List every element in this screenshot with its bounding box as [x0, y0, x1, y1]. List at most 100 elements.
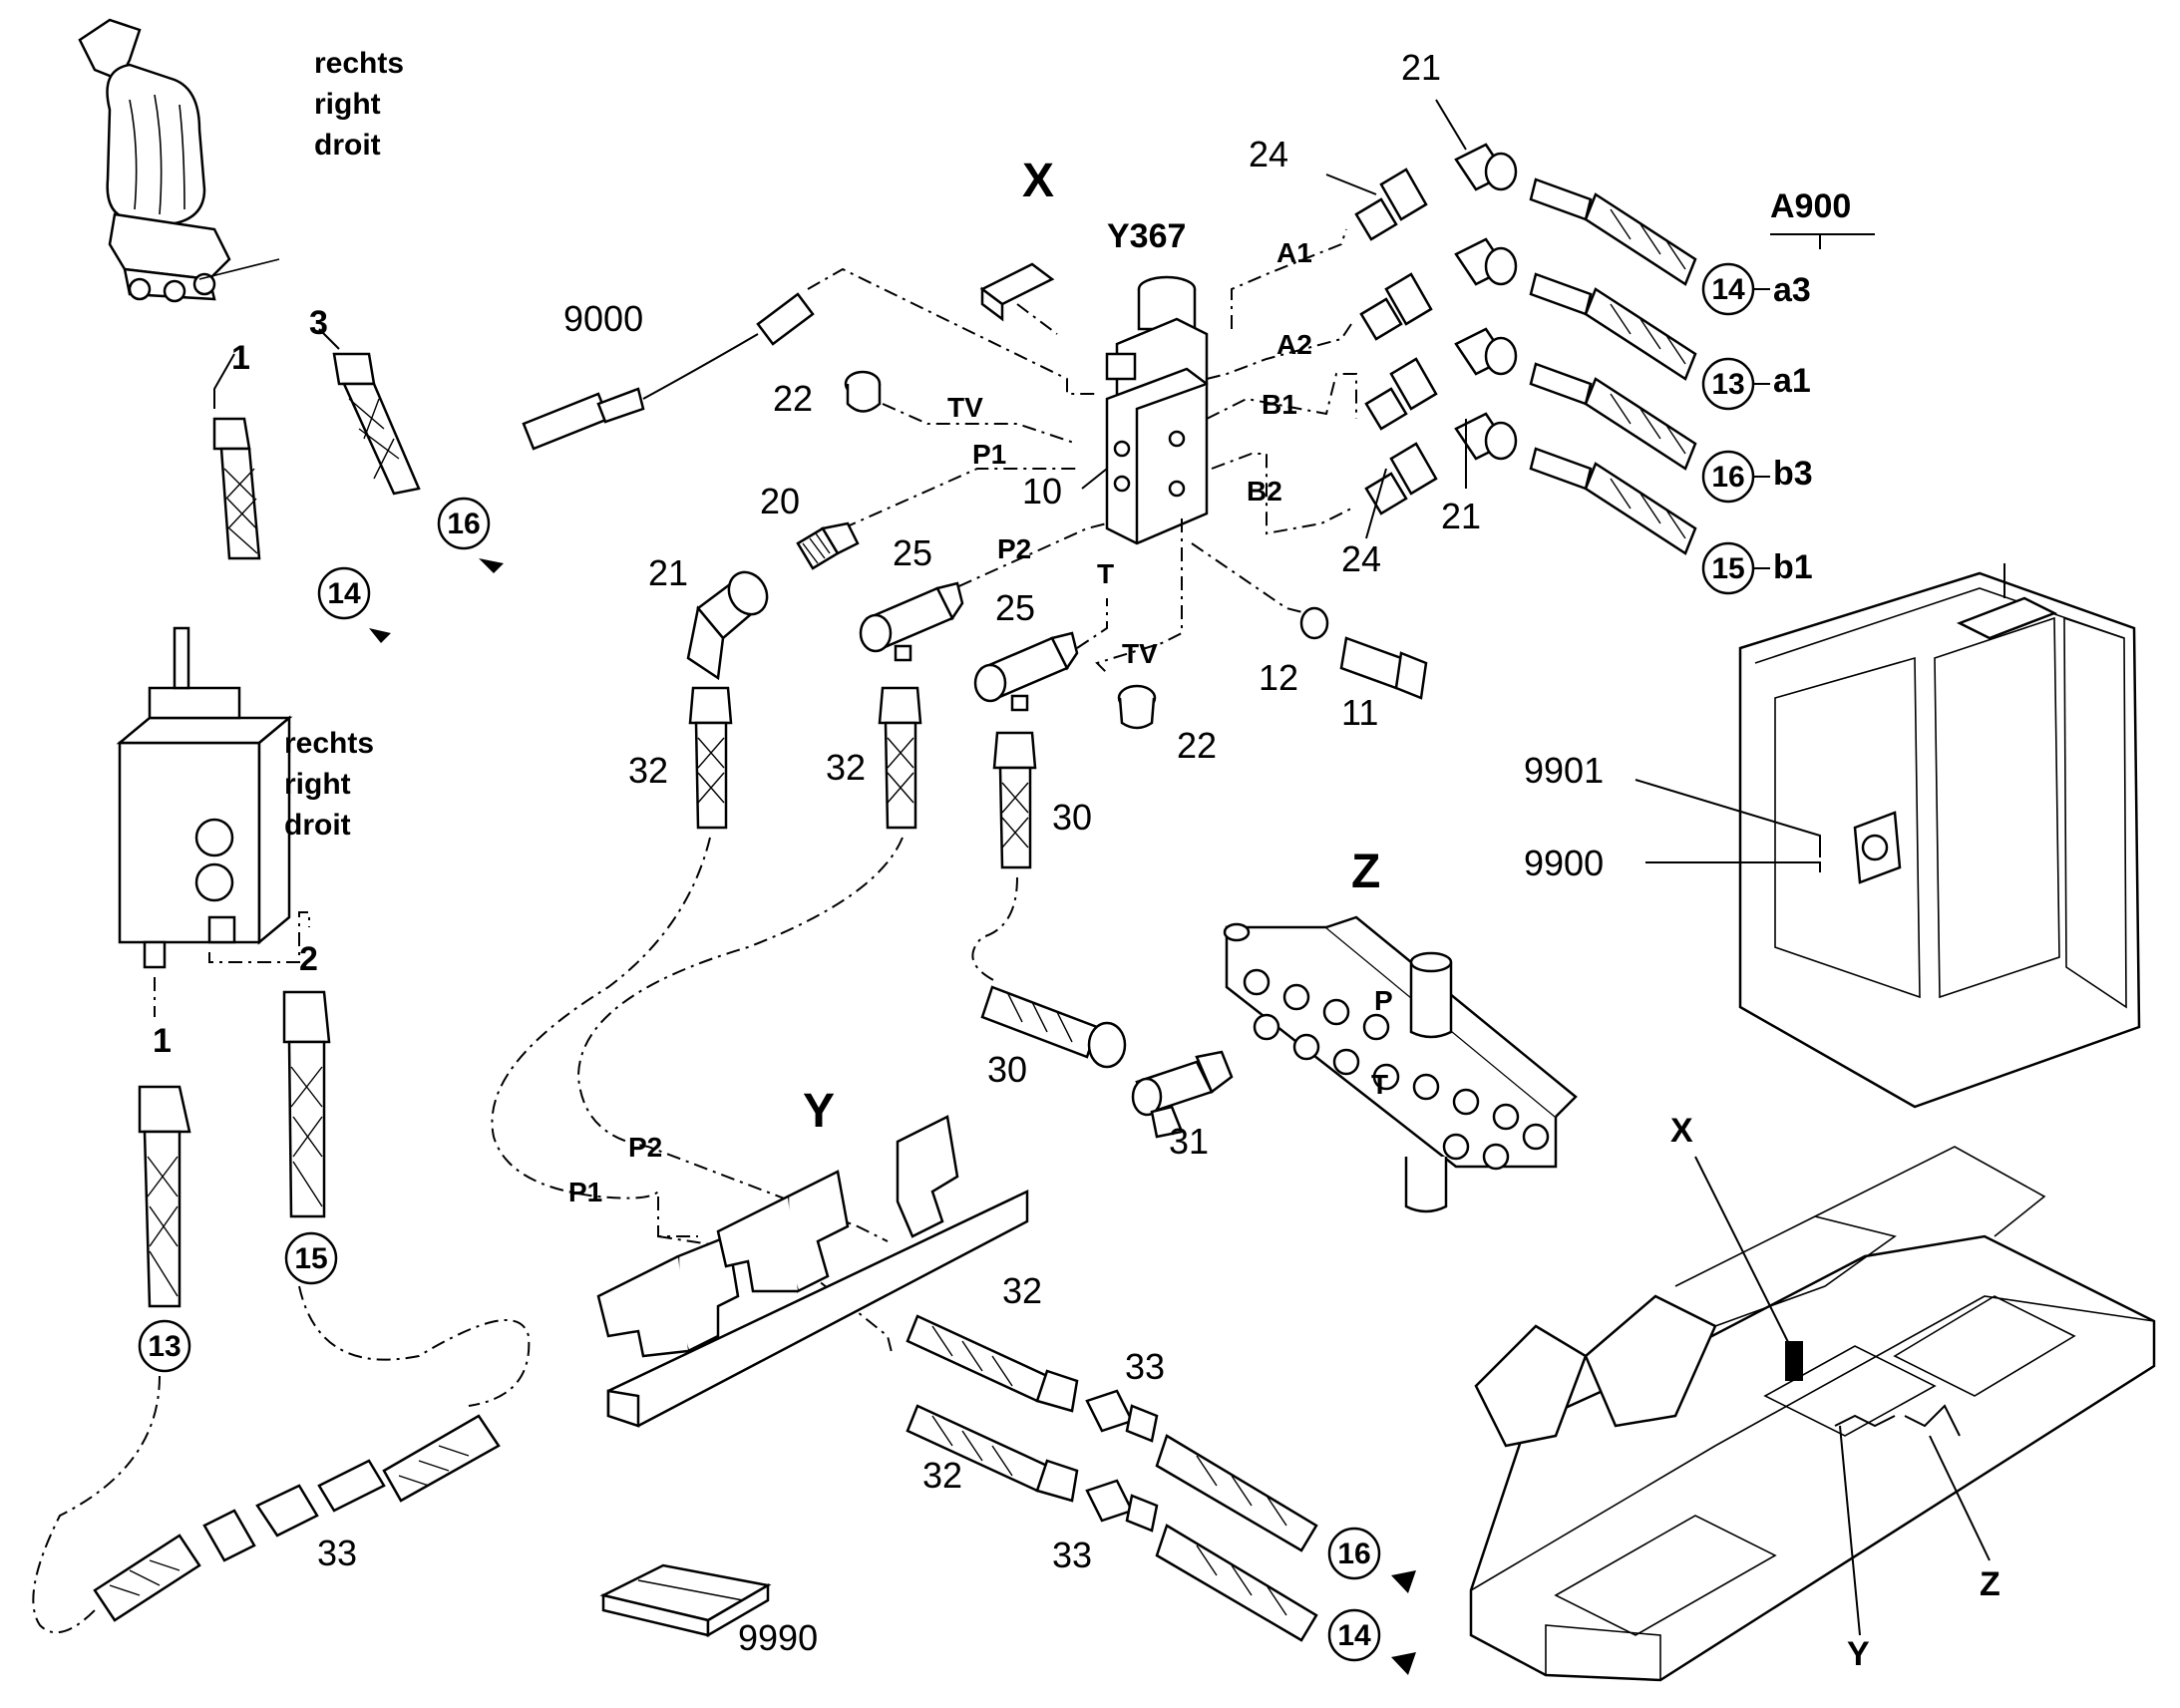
cab	[1738, 563, 2141, 1109]
right-hose-row3	[1529, 362, 1697, 471]
side-label-mid-1: rechts	[284, 727, 374, 760]
leader-t	[1076, 598, 1108, 649]
circle-15-low-label: 15	[294, 1242, 327, 1275]
hose-route-13	[32, 1375, 161, 1634]
circle-15-low	[284, 1231, 338, 1285]
label-part-20: 20	[760, 481, 800, 521]
hose-15-low	[282, 990, 331, 1218]
pin-b1: b1	[1773, 548, 1813, 586]
leader-b2	[1211, 453, 1352, 535]
hose-1-top	[212, 353, 261, 560]
arrow-icon	[1391, 1652, 1416, 1675]
label-part-1-top: 1	[231, 339, 250, 377]
label-part-31: 31	[1169, 1121, 1209, 1162]
label-part-9990: 9990	[738, 1617, 818, 1658]
hose-32-lower-b	[906, 1404, 1079, 1503]
view-location-z: Z	[1980, 1565, 2000, 1603]
side-label-mid-2: right	[284, 768, 351, 801]
label-part-22-bottom: 22	[1177, 725, 1217, 766]
elbow-21-row2	[1454, 237, 1518, 286]
tee-25-a	[859, 581, 964, 662]
pin-b3: b3	[1773, 455, 1813, 493]
port-p1: P1	[972, 439, 1006, 470]
hose-route-15	[298, 1285, 531, 1407]
fitting-24-row1	[1354, 168, 1428, 241]
label-part-24-bottom: 24	[1341, 538, 1381, 579]
label-part-33-a: 33	[1125, 1346, 1165, 1387]
route-30	[971, 876, 1018, 983]
leader-10	[1081, 468, 1108, 490]
joystick	[78, 18, 280, 303]
circle-14-bottom-label: 14	[1337, 1619, 1371, 1652]
leader-b1	[1206, 373, 1357, 420]
plug-22-top	[844, 370, 882, 413]
route-p1	[491, 837, 711, 1237]
label-part-22-top: 22	[773, 378, 813, 419]
leader-24-top	[1325, 173, 1377, 195]
label-part-30-lower: 30	[987, 1049, 1027, 1090]
circle-14-bottom	[1327, 1608, 1381, 1662]
label-part-24-top: 24	[1249, 134, 1288, 174]
bolt-11	[1339, 636, 1428, 700]
adapter-33-b	[1085, 1479, 1159, 1533]
port-tv-bottom: TV	[1122, 638, 1158, 669]
port-p2-low: P2	[628, 1132, 662, 1163]
label-part-32-a: 32	[628, 750, 668, 791]
right-hose-row1	[1529, 177, 1697, 286]
control-valve	[116, 626, 293, 969]
hose-end-16	[1155, 1434, 1318, 1552]
clamp-bracket-y	[596, 1115, 1029, 1428]
leader-9901	[1635, 779, 1821, 857]
view-label-x: X	[1022, 155, 1054, 207]
view-label-y: Y	[803, 1085, 835, 1138]
circle-14-right-label: 14	[1711, 273, 1745, 306]
label-part-21-top: 21	[1401, 47, 1441, 88]
leader-tv-top	[882, 403, 1078, 445]
right-hose-row2	[1529, 272, 1697, 381]
pin-a1: a1	[1773, 362, 1811, 400]
leader-p2	[931, 522, 1108, 599]
hose-32-left	[688, 686, 733, 830]
elbow-21-row3	[1454, 327, 1518, 376]
leader-2	[208, 911, 310, 963]
pin-a3: a3	[1773, 271, 1811, 309]
route-p2	[576, 837, 904, 1242]
hose-32-mid	[878, 686, 922, 830]
fitting-24-row2	[1359, 272, 1433, 341]
hose-32-lower-a	[906, 1314, 1079, 1413]
label-part-9000: 9000	[563, 298, 643, 339]
leader-9900	[1645, 861, 1821, 872]
port-p2: P2	[997, 533, 1031, 564]
label-part-32-lower-b: 32	[922, 1455, 962, 1496]
circle-13-right-label: 13	[1711, 368, 1744, 401]
valve-block-y367	[1105, 275, 1209, 545]
port-t-z: T	[1371, 1069, 1388, 1100]
manifold-z	[1223, 915, 1578, 1213]
washer-12	[1299, 606, 1329, 640]
label-part-11: 11	[1341, 692, 1378, 733]
right-hose-row4	[1529, 447, 1697, 555]
port-t: T	[1097, 558, 1114, 589]
leader-a2	[1206, 323, 1352, 380]
leader-tv-bottom	[1095, 518, 1183, 674]
connector-title: A900	[1770, 187, 1851, 225]
label-part-10: 10	[1022, 471, 1062, 512]
label-part-9900: 9900	[1524, 843, 1604, 883]
circle-13-low-label: 13	[148, 1330, 181, 1363]
leader-24-bottom	[1365, 468, 1387, 539]
manual-book-icon	[599, 1563, 772, 1638]
label-part-2: 2	[299, 940, 318, 978]
label-part-30-top: 30	[1052, 797, 1092, 838]
circle-14-top	[317, 566, 371, 620]
side-label-top-1: rechts	[314, 47, 404, 80]
plug-22-bottom	[1117, 684, 1157, 730]
plate	[979, 262, 1058, 335]
label-part-33-b: 33	[1052, 1535, 1092, 1575]
label-part-21-left: 21	[648, 552, 688, 593]
hose-30-top	[992, 731, 1037, 869]
tee-31	[1131, 1050, 1234, 1139]
view-location-x: X	[1670, 1112, 1693, 1150]
wiring-harness-9000	[522, 267, 1097, 451]
leader-12	[1191, 542, 1307, 614]
